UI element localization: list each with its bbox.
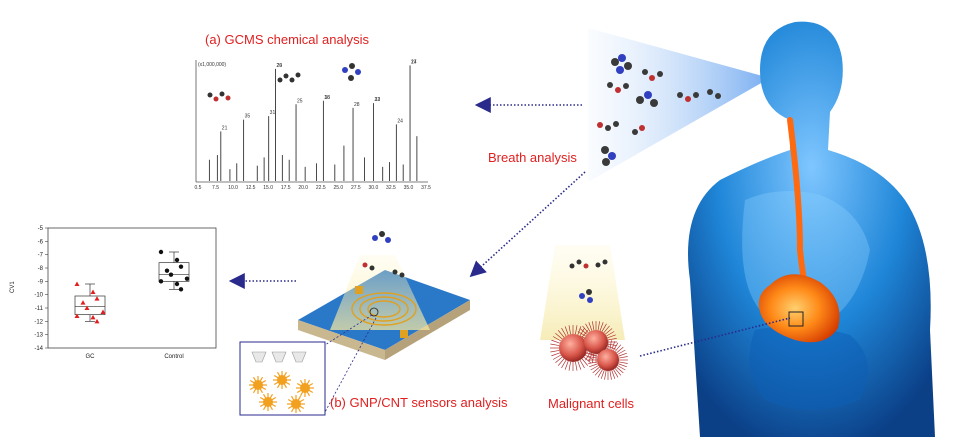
data-point <box>74 281 80 286</box>
nanoparticle-star <box>259 393 277 411</box>
chromatogram-peak-label: 29 <box>277 63 283 69</box>
chromatogram-unit: (x1,000,000) <box>198 62 226 68</box>
nanoparticle-star <box>296 379 314 397</box>
box-rect <box>158 262 190 282</box>
breath-molecules <box>597 54 721 166</box>
data-point <box>158 249 164 255</box>
malignant-cells <box>540 245 628 380</box>
chromatogram-xtick: 22.5 <box>316 185 326 191</box>
boxplot-category-label: GC <box>86 354 96 360</box>
chromatogram-xtick: 7.5 <box>212 185 219 191</box>
boxplot-ylabel: CV1 <box>10 281 16 293</box>
line-cells-to-stomach <box>639 317 791 357</box>
chromatogram-peak-label: 28 <box>354 102 360 108</box>
chromatogram-peak-label: 25 <box>297 98 303 104</box>
data-point <box>178 264 184 269</box>
chromatogram-xtick: 32.5 <box>386 185 396 191</box>
boxplot-ytick-label: -8 <box>38 266 44 272</box>
chromatogram-xtick: 12.5 <box>246 185 256 191</box>
data-point <box>94 318 100 324</box>
data-point <box>80 300 86 305</box>
data-point <box>174 257 180 263</box>
chromatogram-xtick: 27.5 <box>351 185 361 191</box>
nanoparticle-star <box>249 376 267 394</box>
breath-cone <box>588 28 770 182</box>
data-point <box>94 296 100 301</box>
sensor-chip <box>298 231 470 360</box>
chromatogram-peaks <box>208 65 418 181</box>
gcms-chromatogram: (x1,000,000) 0.5 7.5 10.0 12.5 15.0 17.5 20.0 2… <box>195 59 432 191</box>
chromatogram-xtick: 17.5 <box>281 185 291 191</box>
chromatogram-xtick: 20.0 <box>298 185 308 191</box>
chromatogram-xtick: 30.0 <box>369 185 379 191</box>
flow-arrows <box>228 97 791 357</box>
chromatogram-xtick: 0.5 <box>195 185 202 191</box>
boxplot-categories: GC Control <box>86 354 184 360</box>
data-point <box>184 276 190 281</box>
boxplot-ytick-label: -7 <box>38 253 44 259</box>
chromatogram-peak-label: 26 <box>277 63 283 69</box>
chromatogram-peak-label: 27 <box>411 59 417 65</box>
boxplot-ytick-label: -6 <box>38 239 44 245</box>
chromatogram-peak-label: 35 <box>245 114 251 120</box>
boxplot-ytick-label: -5 <box>38 226 44 232</box>
data-point <box>84 305 90 310</box>
chromatogram-xtick: 10.0 <box>228 185 238 191</box>
label-malignant: Malignant cells <box>548 396 634 411</box>
boxplot-ytick-label: -11 <box>35 306 44 312</box>
nanoparticle-star <box>287 395 305 413</box>
chromatogram-peak-label: 33 <box>375 97 381 103</box>
human-body <box>688 21 935 437</box>
chromatogram-peak-label: 21 <box>222 125 228 131</box>
boxplot-ytick-label: -9 <box>38 279 44 285</box>
box-gc <box>74 281 106 324</box>
boxplot-ytick-label: -10 <box>34 293 43 299</box>
chromatogram-molecules <box>207 63 361 102</box>
chromatogram-xtick: 37.5 <box>421 185 431 191</box>
chromatogram-peak-label: 36 <box>324 95 330 101</box>
boxplot-category-label: Control <box>164 354 183 360</box>
data-point <box>164 268 170 273</box>
data-point <box>74 313 80 318</box>
chromatogram-peak-label: 18 <box>324 95 330 101</box>
nanoparticle-star <box>273 371 291 389</box>
arrow-breath-to-sensor <box>469 171 586 278</box>
boxplot-ytick-label: -13 <box>34 333 43 339</box>
data-point <box>178 287 184 292</box>
chromatogram-xtick: 25.0 <box>333 185 343 191</box>
chromatogram-peak-label: 31 <box>270 110 276 116</box>
chromatogram-peak-label: 14 <box>411 59 417 65</box>
boxplot-yticks: -5 -6 -7 -8 -9 -10 -11 -12 -13 -14 <box>34 226 48 352</box>
chromatogram-xticks: 0.5 7.5 10.0 12.5 15.0 17.5 20.0 22.5 25.0 27.5 30… <box>195 185 432 191</box>
data-point <box>90 314 96 320</box>
data-point <box>168 272 174 277</box>
boxplot-marks <box>74 249 190 324</box>
label-breath: Breath analysis <box>488 150 577 165</box>
chromatogram-peak-labels: 14 26 18 22 25 28 31 35 24 21 27 29 36 33 <box>222 59 417 131</box>
box-plot: CV1 -5 -6 -7 -8 -9 -10 -11 -12 -13 -14 GC Control <box>10 226 217 360</box>
chromatogram-xtick: 15.0 <box>263 185 273 191</box>
label-sensors: (b) GNP/CNT sensors analysis <box>330 395 508 410</box>
box-control <box>158 249 190 292</box>
chromatogram-xtick: 35.0 <box>404 185 414 191</box>
label-gcms: (a) GCMS chemical analysis <box>205 32 369 47</box>
data-point <box>100 309 106 314</box>
boxplot-ytick-label: -14 <box>34 346 43 352</box>
box-rect <box>74 295 106 316</box>
sensor-zoom-inset <box>239 314 377 416</box>
data-point <box>174 281 180 287</box>
chromatogram-peak-label: 24 <box>397 118 403 124</box>
data-point <box>158 279 164 284</box>
chromatogram-peak-label: 22 <box>375 97 381 103</box>
boxplot-ytick-label: -12 <box>34 319 43 325</box>
data-point <box>90 289 96 294</box>
